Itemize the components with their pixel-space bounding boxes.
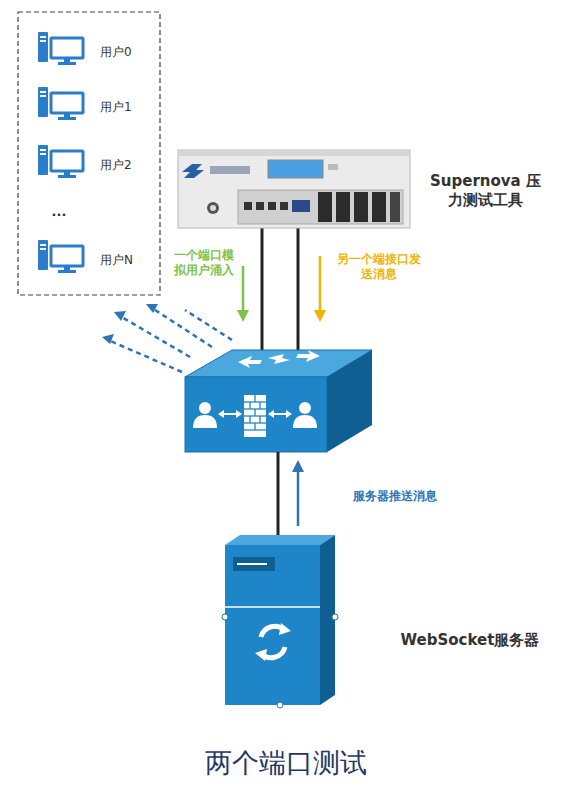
switch-firewall — [185, 350, 372, 452]
node-label: 用户N — [100, 252, 133, 269]
node-shape — [38, 87, 84, 121]
node-label: 用户2 — [100, 157, 132, 174]
node-label: Supernova 压力测试工具 — [428, 172, 543, 210]
arrow-head — [314, 310, 326, 322]
node-shape — [38, 32, 84, 66]
cable — [277, 452, 280, 540]
caption: 两个端口测试 — [0, 745, 571, 781]
user-terminal: 用户1 — [38, 87, 148, 123]
port-note: 另一个端接口发 送消息 — [330, 252, 428, 282]
node-shape — [38, 145, 84, 179]
ellipsis: ... — [44, 204, 74, 219]
user-terminal: 用户0 — [38, 32, 148, 68]
arrow-head — [237, 310, 249, 322]
flow-arrow — [242, 266, 245, 314]
arrow-heads — [102, 304, 158, 344]
port-note: 一个端口模 拟用户涌入 — [168, 248, 240, 278]
cable — [297, 228, 300, 352]
user-terminal: 用户N — [38, 240, 148, 276]
test-appliance: Supernova 压力测试工具 — [178, 150, 410, 228]
node-label: WebSocket服务器 — [395, 631, 545, 650]
flow-arrow — [297, 470, 300, 526]
arrow-head — [292, 460, 304, 472]
node-label: 用户0 — [100, 44, 132, 61]
push-note: 服务器推送消息 — [340, 489, 450, 504]
user-terminal: 用户2 — [38, 145, 148, 181]
node-shape — [178, 150, 410, 228]
user-group-frame — [18, 12, 160, 295]
server-box: WebSocket服务器 — [225, 535, 335, 705]
flow-arrow — [319, 256, 322, 314]
node-label: 用户1 — [100, 99, 132, 116]
node-shape — [38, 240, 84, 274]
node-shape — [225, 535, 335, 705]
cable — [261, 228, 264, 352]
